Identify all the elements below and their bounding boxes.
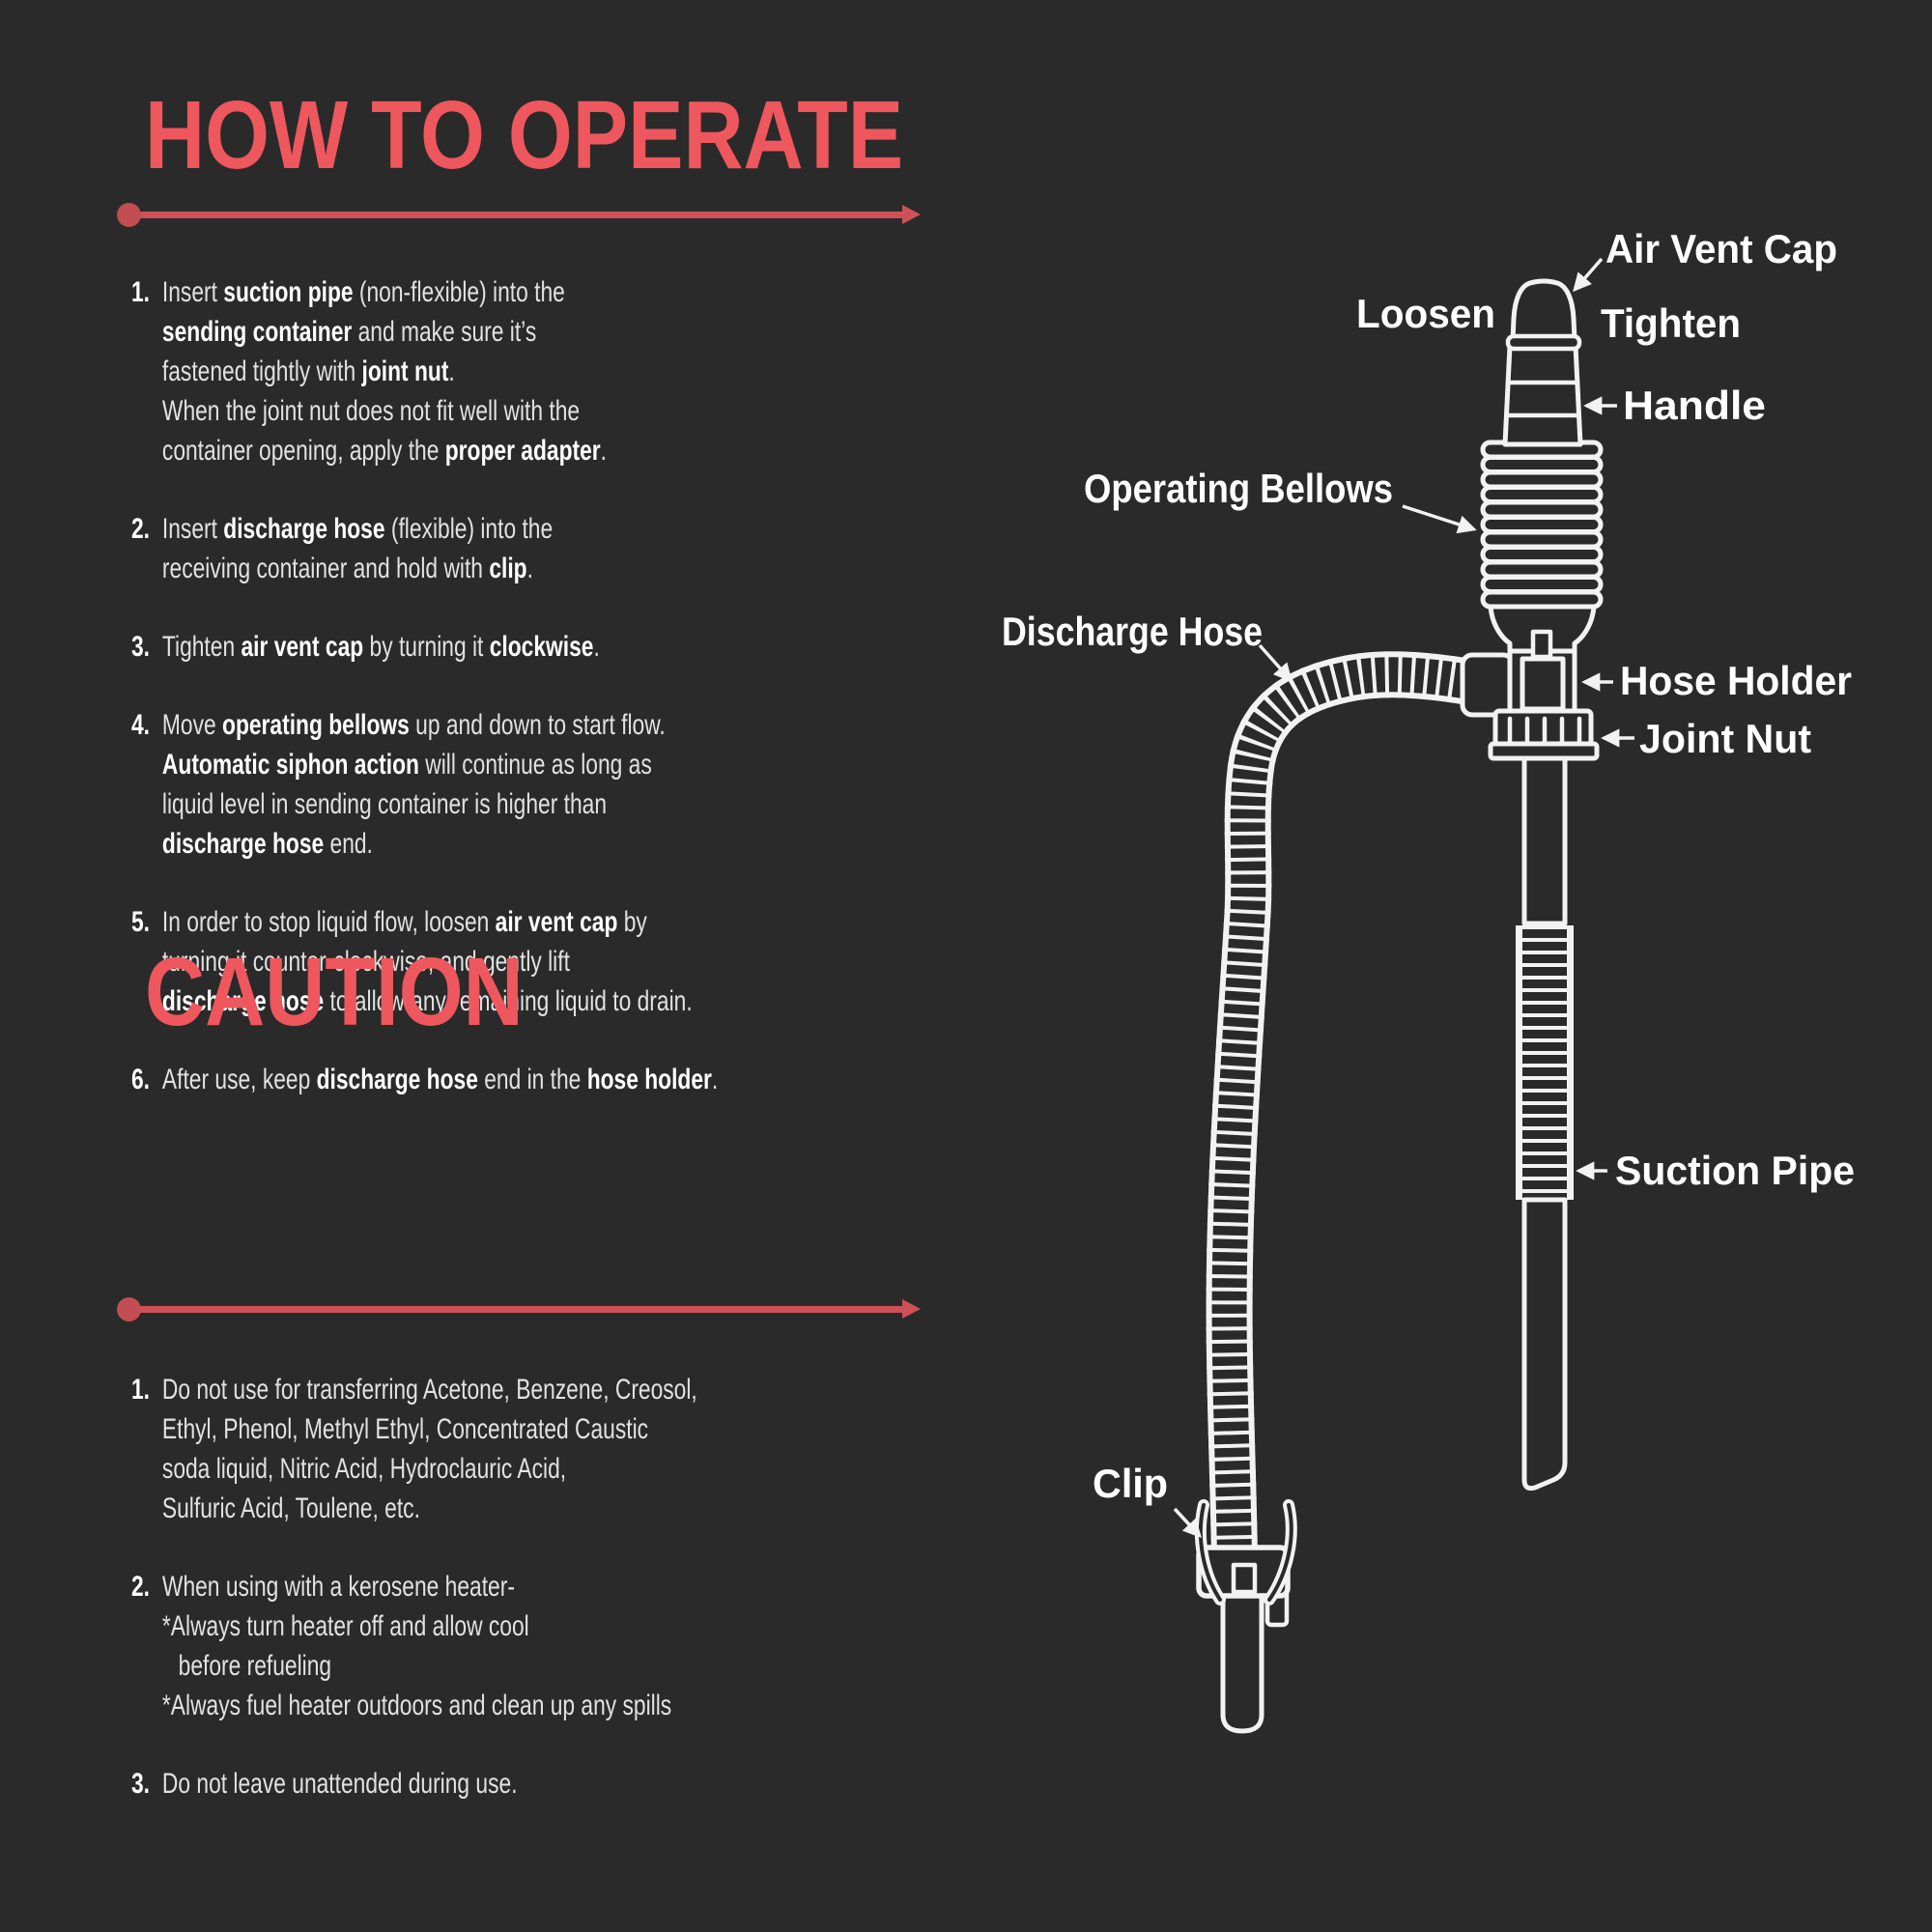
step-number: 3. [131, 631, 151, 663]
caution-step: 2. When using with a kerosene heater-*Al… [131, 1567, 792, 1725]
step-text: Do not leave unattended during use. [161, 1768, 518, 1800]
discharge-hose-arrow [1258, 643, 1293, 683]
joint-nut-drawing [1488, 708, 1600, 761]
operate-step: 5. In order to stop liquid flow, loosen … [131, 902, 792, 1021]
caution-step: 3. Do not leave unattended during use. [131, 1764, 792, 1804]
air-vent-cap-arrow [1573, 257, 1604, 293]
label-suction-pipe: Suction Pipe [1615, 1148, 1855, 1193]
step-text: In order to stop liquid flow, loosen air… [161, 906, 693, 1017]
air-vent-cap-drawing [1505, 278, 1582, 352]
operating-bellows-drawing [1480, 440, 1604, 610]
hose-holder-drawing [1520, 629, 1566, 712]
step-number: 2. [131, 1571, 151, 1603]
operating-bellows-arrow [1402, 504, 1477, 534]
label-hose-holder: Hose Holder [1620, 658, 1852, 703]
label-air-vent-cap: Air Vent Cap [1605, 226, 1837, 271]
caution-title: CAUTION [145, 938, 524, 1046]
operate-step: 3. Tighten air vent cap by turning it cl… [131, 627, 792, 667]
diagram-labels: Air Vent Cap Loosen Tighten Handle Opera… [1002, 226, 1855, 1506]
step-text: Tighten air vent cap by turning it clock… [161, 631, 600, 663]
operate-steps: 1. Insert suction pipe (non-flexible) in… [131, 272, 792, 1138]
leader-lines [1173, 257, 1634, 1539]
step-text: Move operating bellows up and down to st… [161, 709, 666, 860]
operate-title-underline [117, 203, 921, 227]
label-loosen: Loosen [1356, 291, 1495, 336]
caution-step: 1. Do not use for transferring Acetone, … [131, 1370, 792, 1528]
handle-drawing [1502, 343, 1583, 447]
operate-step: 2. Insert discharge hose (flexible) into… [131, 509, 792, 588]
step-number: 1. [131, 276, 151, 308]
step-text: When using with a kerosene heater-*Alway… [161, 1571, 672, 1721]
step-number: 5. [131, 906, 151, 938]
label-clip: Clip [1093, 1461, 1168, 1506]
step-number: 4. [131, 709, 151, 741]
label-tighten: Tighten [1601, 300, 1741, 346]
step-text: Insert suction pipe (non-flexible) into … [161, 276, 607, 467]
step-number: 1. [131, 1374, 151, 1406]
how-to-operate-title: HOW TO OPERATE [145, 81, 904, 189]
operate-step: 1. Insert suction pipe (non-flexible) in… [131, 272, 792, 470]
suction-pipe-drawing [1516, 749, 1574, 1492]
step-number: 3. [131, 1768, 151, 1800]
step-text: Do not use for transferring Acetone, Ben… [161, 1374, 697, 1524]
step-text: After use, keep discharge hose end in th… [161, 1064, 719, 1095]
step-number: 6. [131, 1064, 151, 1095]
step-text: Insert discharge hose (flexible) into th… [161, 513, 554, 584]
discharge-hose-drawing [1206, 651, 1516, 1582]
step-number: 2. [131, 513, 151, 545]
caution-steps: 1. Do not use for transferring Acetone, … [131, 1370, 792, 1842]
caution-title-underline [117, 1297, 921, 1321]
clip-drawing [1194, 1499, 1297, 1734]
elbow-drawing [1460, 652, 1516, 718]
label-discharge-hose: Discharge Hose [1002, 609, 1263, 654]
clip-arrow [1173, 1507, 1202, 1539]
label-handle: Handle [1623, 383, 1766, 428]
label-operating-bellows: Operating Bellows [1084, 466, 1393, 511]
operate-step: 4. Move operating bellows up and down to… [131, 705, 792, 864]
operate-step: 6. After use, keep discharge hose end in… [131, 1060, 792, 1099]
cone-drawing [1488, 604, 1597, 654]
label-joint-nut: Joint Nut [1639, 716, 1811, 761]
